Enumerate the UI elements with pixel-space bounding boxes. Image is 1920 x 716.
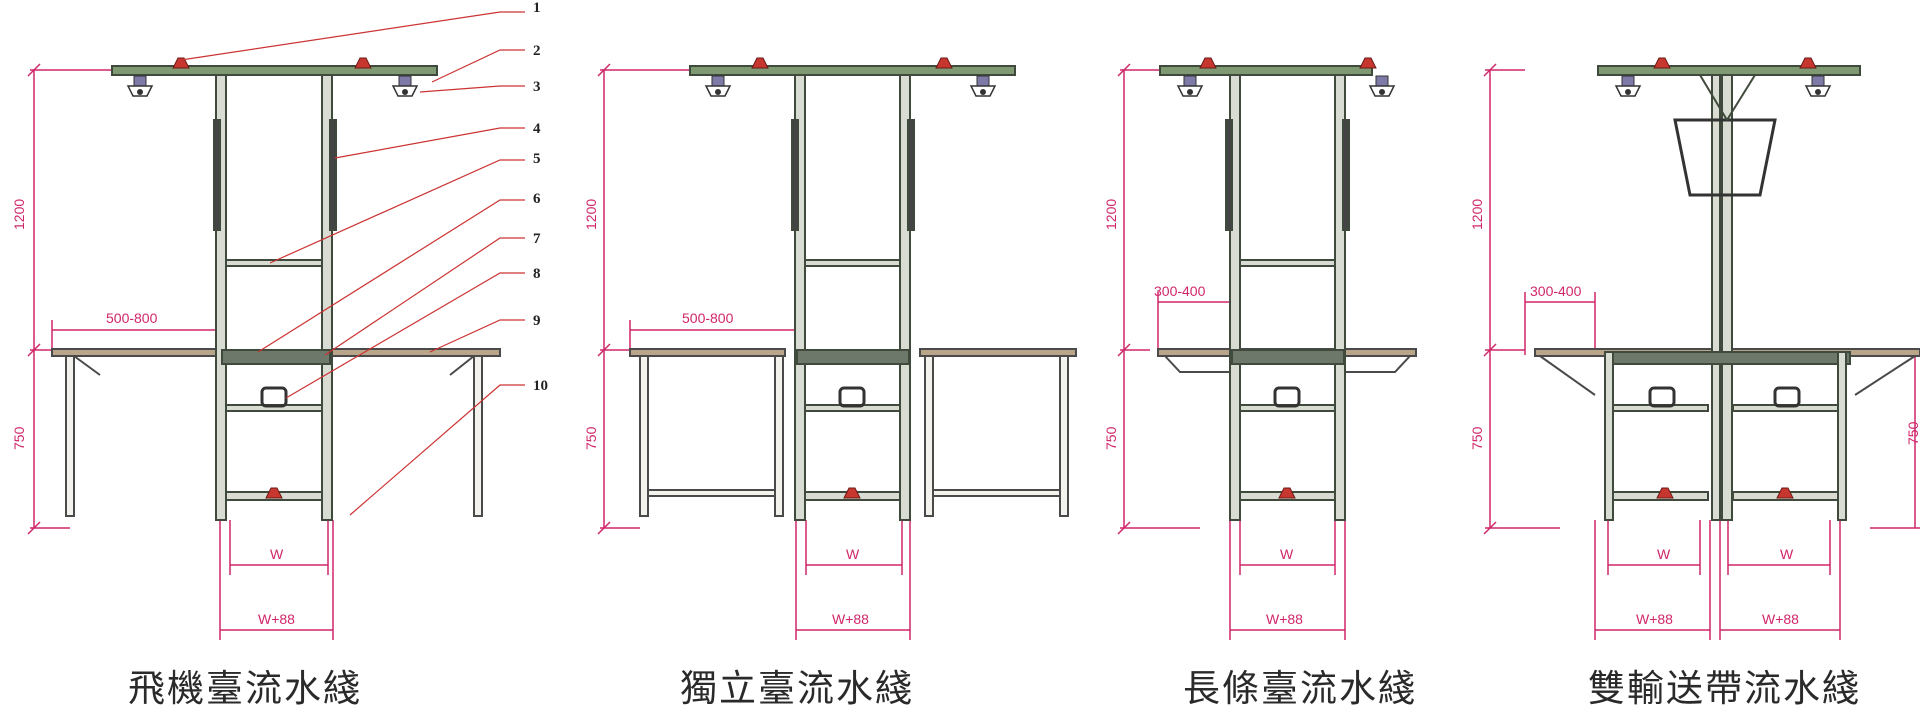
panel-standalone-line: 1200 750 500-800 W W+88 [583, 57, 1077, 640]
dim-w: W [846, 546, 860, 562]
dim-w-right: W [1780, 546, 1794, 562]
callout-7: 7 [533, 231, 541, 247]
callout-4: 4 [533, 121, 541, 137]
dim-height-750: 750 [583, 426, 599, 450]
dim-height-750-partial: 750 [1905, 421, 1920, 445]
dim-w88-right: W+88 [1762, 611, 1799, 627]
callout-1: 1 [533, 0, 541, 16]
dim-w: W [1280, 546, 1294, 562]
caption-long-table-line: 長條臺流水綫 [1183, 667, 1417, 710]
panel-dual-conveyor-line: 1200 750 300-400 W W+88 W W+88 750 [1469, 57, 1920, 640]
dim-w88: W+88 [832, 611, 869, 627]
callout-5: 5 [533, 151, 541, 167]
callout-3: 3 [533, 79, 541, 95]
dim-w88-left: W+88 [1636, 611, 1673, 627]
callout-6: 6 [533, 191, 541, 207]
dim-w-left: W [1657, 546, 1671, 562]
dim-height-750: 750 [11, 426, 27, 450]
dim-side-300-400: 300-400 [1154, 283, 1206, 299]
caption-dual-conveyor-line: 雙輸送帶流水綫 [1588, 667, 1861, 710]
panel-airplane-line: 1 2 3 4 5 6 7 8 9 10 1200 750 500-800 W … [11, 0, 548, 640]
caption-airplane-line: 飛機臺流水綫 [128, 667, 362, 710]
dim-side-300-400: 300-400 [1530, 283, 1582, 299]
dim-height-750: 750 [1469, 426, 1485, 450]
dim-side-500-800: 500-800 [682, 310, 734, 326]
dim-height-1200: 1200 [1469, 199, 1485, 230]
dim-w: W [270, 546, 284, 562]
dim-height-1200: 1200 [11, 199, 27, 230]
dim-height-1200: 1200 [1103, 199, 1119, 230]
callout-2: 2 [533, 43, 541, 59]
callout-10: 10 [533, 378, 548, 394]
dim-height-750: 750 [1103, 426, 1119, 450]
dim-side-500-800: 500-800 [106, 310, 158, 326]
dim-w88: W+88 [1266, 611, 1303, 627]
panel-long-table-line: 1200 750 300-400 W W+88 [1103, 57, 1417, 640]
callout-8: 8 [533, 266, 541, 282]
callout-9: 9 [533, 313, 541, 329]
dim-height-1200: 1200 [583, 199, 599, 230]
caption-standalone-line: 獨立臺流水綫 [680, 667, 914, 710]
dim-w88: W+88 [258, 611, 295, 627]
